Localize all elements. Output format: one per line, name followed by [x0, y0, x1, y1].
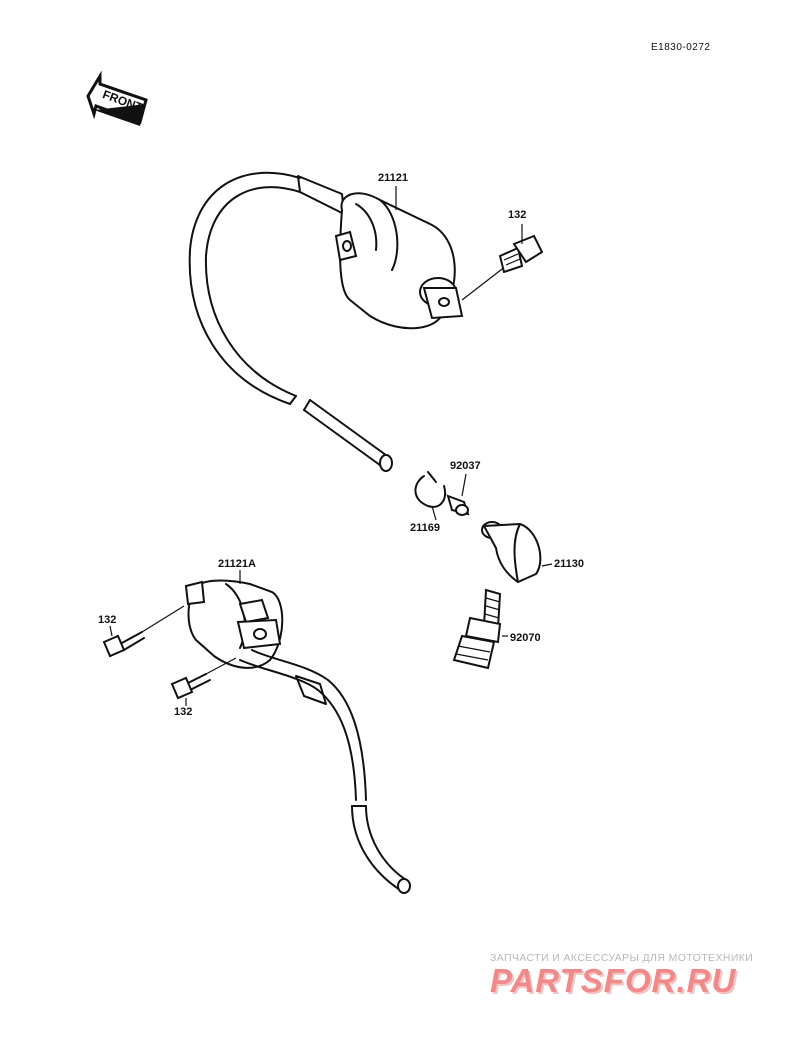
bolt-132-upper [498, 234, 544, 274]
ignition-coil-upper [188, 171, 507, 472]
bolt-132-bottom [170, 657, 237, 700]
front-arrow-icon: FRONT [86, 70, 148, 126]
clamp-21169 [414, 471, 446, 508]
spark-plug-92070 [452, 588, 508, 670]
watermark-tagline: ЗАПЧАСТИ И АКСЕССУАРЫ ДЛЯ МОТОТЕХНИКИ [490, 952, 754, 964]
part-label-21130: 21130 [554, 558, 584, 570]
part-label-92070: 92070 [510, 632, 541, 644]
part-label-21169: 21169 [410, 522, 440, 534]
ignition-coil-lower [184, 579, 411, 894]
part-label-21121A: 21121A [218, 558, 256, 570]
part-label-132-bottom: 132 [174, 706, 193, 718]
bolt-132-left [102, 605, 185, 658]
watermark-logo: PARTSFOR.RU [490, 962, 737, 999]
document-code: E1830-0272 [651, 42, 711, 53]
part-label-21121: 21121 [378, 172, 408, 184]
part-label-132-upper: 132 [508, 209, 527, 221]
part-label-132-left: 132 [98, 614, 117, 626]
spark-plug-cap-21130 [481, 521, 553, 584]
washer-92037 [446, 494, 470, 516]
part-label-92037: 92037 [450, 460, 481, 472]
